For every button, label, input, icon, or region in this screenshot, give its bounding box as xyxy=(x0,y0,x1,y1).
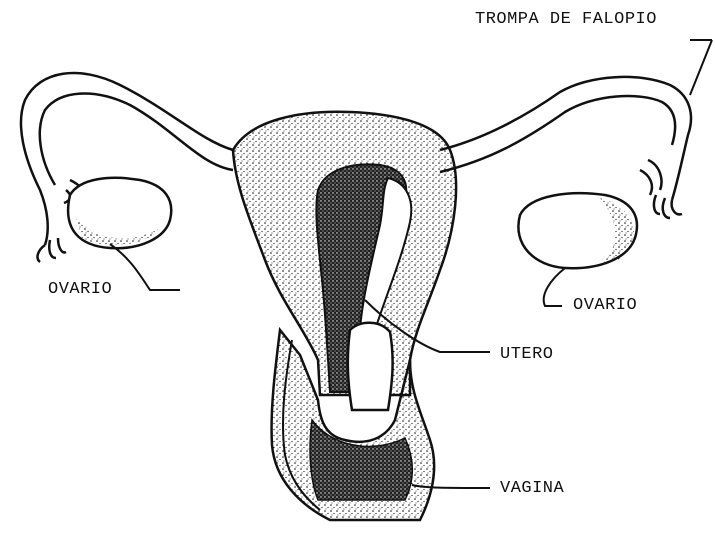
leader-trompa xyxy=(690,40,712,95)
right-ovary xyxy=(518,193,637,268)
fallopian-tube-label: TROMPA DE FALOPIO xyxy=(475,11,657,28)
leader-ovario-left xyxy=(110,244,180,290)
left-ovary xyxy=(68,178,171,248)
leader-ovario-right xyxy=(544,268,565,306)
uterus xyxy=(233,112,456,410)
vagina-label: VAGINA xyxy=(500,480,564,497)
uterus-label: UTERO xyxy=(500,346,554,363)
left-ovary-label: OVARIO xyxy=(48,281,112,298)
right-ovary-label: OVARIO xyxy=(573,297,637,314)
